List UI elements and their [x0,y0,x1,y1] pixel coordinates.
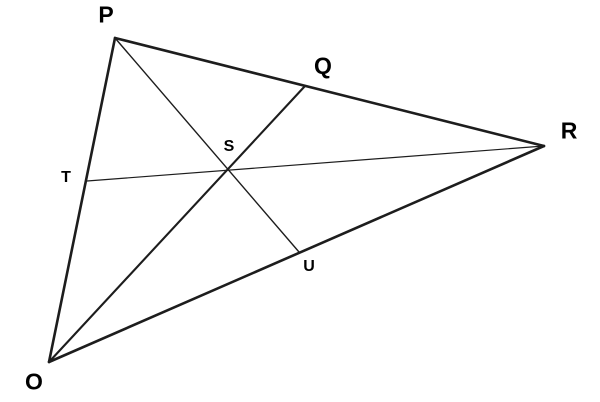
segment-side-PO [47,36,117,364]
segment-side-OR [47,144,546,364]
segment-cevian-TR [86,145,545,182]
point-label-U: U [303,258,315,275]
segment-side-PR [113,36,546,148]
point-label-R: R [560,117,578,144]
point-label-O: O [25,368,43,395]
point-label-Q: Q [314,52,332,79]
point-label-T: T [61,169,71,186]
segment-cevian-OQ [47,84,307,364]
point-label-P: P [98,1,114,28]
point-label-S: S [223,138,235,155]
segment-cevian-PU [114,37,300,253]
